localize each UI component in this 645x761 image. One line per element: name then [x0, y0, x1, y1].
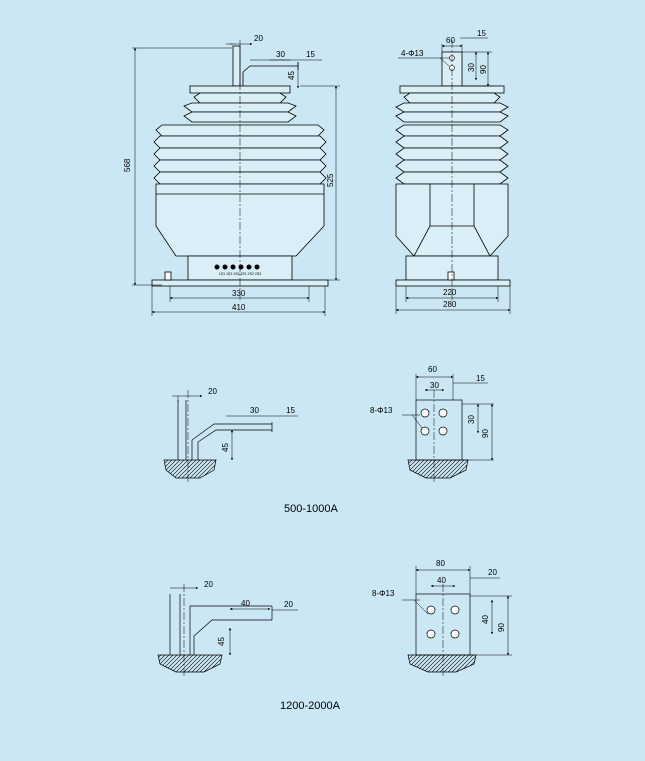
- side-dim-280: 280: [443, 300, 457, 309]
- front-dim-568: 568: [123, 158, 132, 172]
- d1000-side-dim-45: 45: [221, 443, 230, 452]
- side-view: [395, 51, 511, 287]
- front-dim-15: 15: [306, 50, 315, 59]
- front-dim-525: 525: [326, 173, 335, 187]
- side-dim-220: 220: [443, 288, 457, 297]
- front-dim-330: 330: [232, 289, 246, 298]
- d2000-side-dim-20: 20: [204, 580, 213, 589]
- d1000-side-dim-15: 15: [286, 406, 295, 415]
- front-terminal-dots: [214, 264, 260, 270]
- d2000-face-dim-40: 40: [437, 576, 446, 585]
- front-terminal-post: [232, 45, 241, 87]
- front-dim-45: 45: [287, 71, 296, 80]
- side-holes-label: 4-Φ13: [401, 49, 424, 58]
- front-dim-30: 30: [276, 50, 285, 59]
- front-dim-410: 410: [232, 303, 246, 312]
- d2000-face-holes: 8-Φ13: [372, 589, 395, 598]
- d1000-side-dim-20: 20: [208, 387, 217, 396]
- d1000-face-holes: 8-Φ13: [370, 406, 393, 415]
- side-dim-60: 60: [446, 36, 455, 45]
- side-dimension-lines: [395, 37, 511, 314]
- d1000-side-dim-30: 30: [250, 406, 259, 415]
- d1000-face-dim-30: 30: [430, 381, 439, 390]
- side-base: [395, 279, 511, 287]
- side-dim-15: 15: [477, 29, 486, 38]
- d2000-face-dim-80: 80: [436, 559, 445, 568]
- d2000-caption: 1200-2000A: [280, 700, 341, 712]
- detail-2000-face: [402, 566, 512, 676]
- d1000-face-dim-60: 60: [428, 365, 437, 374]
- front-dimension-lines: [132, 42, 340, 316]
- d1000-face-dim-90: 90: [481, 429, 490, 438]
- detail-1000-side: [163, 390, 298, 482]
- d1000-caption: 500-1000A: [284, 503, 338, 515]
- d2000-side-dim-45: 45: [217, 637, 226, 646]
- detail-2000-side: [157, 584, 298, 676]
- side-dim-90: 90: [479, 65, 488, 74]
- front-terminal-bend: [242, 65, 298, 86]
- d2000-face-dim-40v: 40: [481, 615, 490, 624]
- detail-1000-face: [402, 374, 494, 482]
- front-dim-20: 20: [254, 34, 263, 43]
- d2000-face-dim-90: 90: [497, 623, 506, 632]
- d1000-face-dim-15: 15: [476, 374, 485, 383]
- d2000-face-dim-20: 20: [488, 568, 497, 577]
- d2000-side-dim-20b: 20: [284, 600, 293, 609]
- d2000-side-dim-40: 40: [241, 599, 250, 608]
- d1000-face-dim-30v: 30: [467, 415, 476, 424]
- side-dim-30: 30: [467, 63, 476, 72]
